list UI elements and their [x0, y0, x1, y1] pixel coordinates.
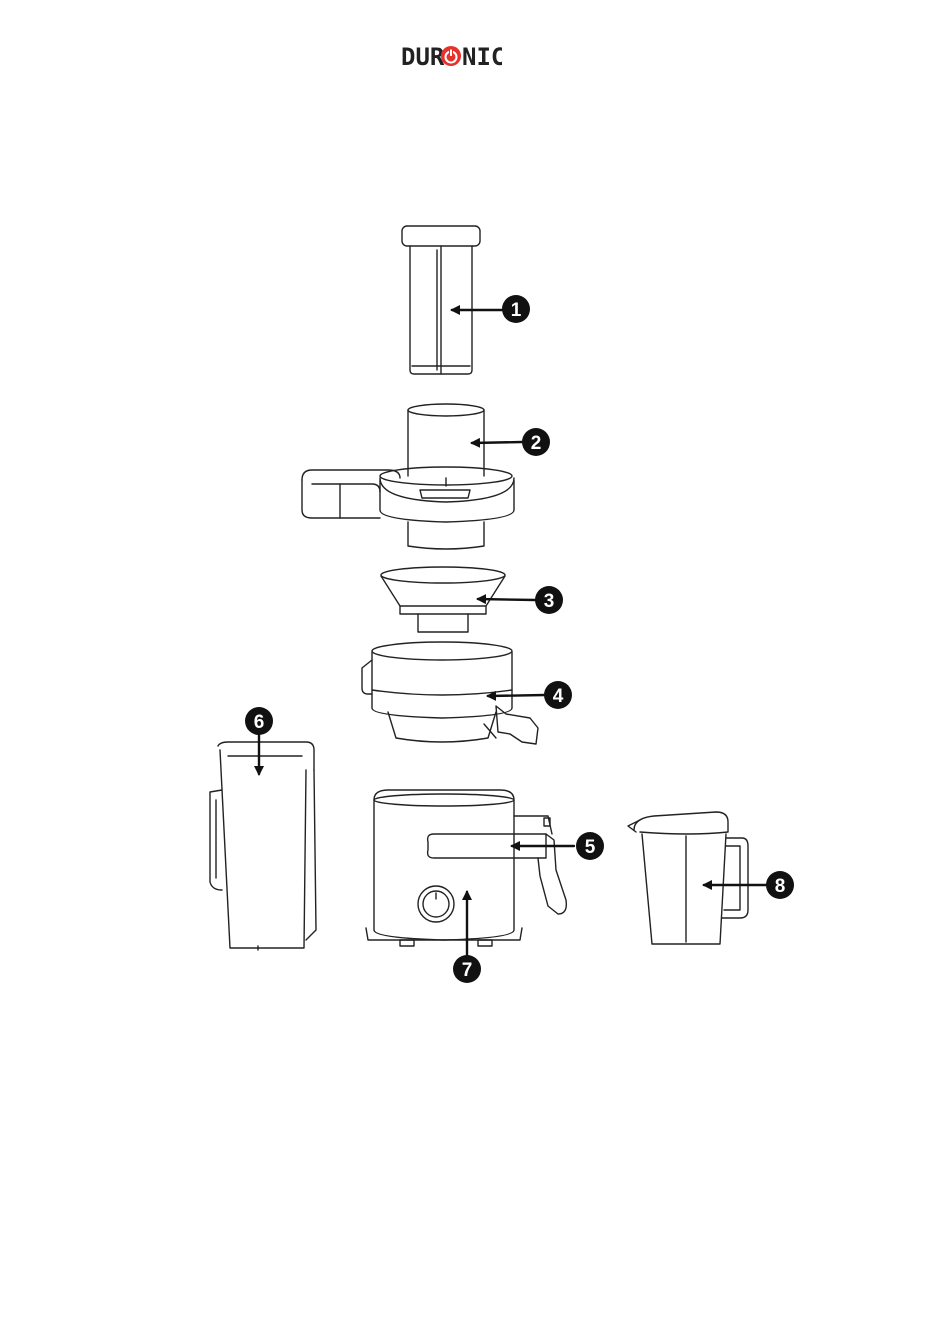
svg-text:5: 5 — [585, 837, 596, 858]
svg-text:8: 8 — [775, 876, 786, 897]
food-pusher — [402, 226, 480, 374]
callout-badge-1: 1 — [502, 295, 530, 323]
callout-badge-8: 8 — [766, 871, 794, 899]
callout-badge-7: 7 — [453, 955, 481, 983]
callout-badge-6: 6 — [245, 707, 273, 735]
pulp-container — [210, 742, 316, 950]
speed-dial — [418, 886, 454, 922]
arrow-2 — [472, 442, 522, 443]
callout-badge-3: 3 — [535, 586, 563, 614]
lid-feed-tube — [302, 404, 514, 549]
svg-text:3: 3 — [544, 591, 555, 612]
motor-base — [366, 790, 522, 946]
callout-badge-4: 4 — [544, 681, 572, 709]
svg-text:7: 7 — [462, 960, 473, 981]
svg-text:1: 1 — [511, 300, 522, 321]
arrow-4 — [488, 695, 545, 696]
juice-collector — [362, 642, 538, 744]
callout-badge-5: 5 — [576, 832, 604, 860]
callout-badge-2: 2 — [522, 428, 550, 456]
svg-text:2: 2 — [531, 433, 542, 454]
svg-text:6: 6 — [254, 712, 265, 733]
svg-text:4: 4 — [553, 686, 564, 707]
arrow-3 — [478, 599, 535, 600]
juice-jug — [628, 812, 748, 944]
callout-arrows — [259, 310, 766, 956]
